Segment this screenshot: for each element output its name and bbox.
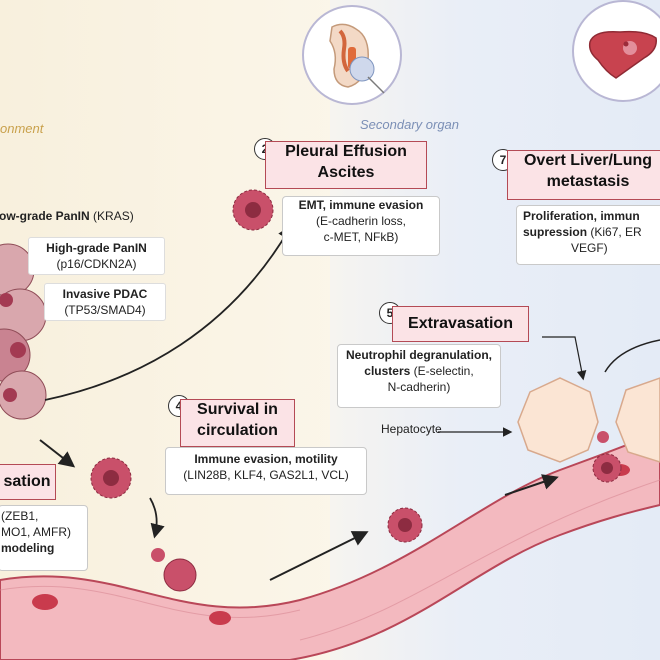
primary-tumor-stages-box: ow-grade PanIN (KRAS) High-grade PanIN(p… [0,205,174,323]
invasion-details: (ZEB1, MO1, AMFR) modeling [0,505,88,571]
high-grade-panin-box: High-grade PanIN(p16/CDKN2A) [28,237,165,276]
tumor-cell-icon [232,189,274,231]
extravasation-details: Neutrophil degranulation, clusters (E-se… [337,344,501,408]
liver-icon [572,0,660,102]
circulation-details: Immune evasion, motility (LIN28B, KLF4, … [165,447,367,495]
metastasis-details: Proliferation, immun supression (Ki67, E… [516,205,660,265]
hepatocyte-label: Hepatocyte [381,422,442,436]
circulating-tumor-cell-icon [90,457,132,499]
pleural-effusion-title: Pleural Effusion Ascites [265,141,427,189]
extravasation-title: Extravasation [392,306,529,342]
overt-metastasis-title: Overt Liver/Lung metastasis [507,150,660,200]
hepatocyte-icon [517,377,660,463]
region-label-left: onment [0,121,44,136]
region-label-right: Secondary organ [360,117,460,132]
pleural-details: EMT, immune evasion (E-cadherin loss, c-… [282,196,440,256]
survival-circulation-title: Survival in circulation [180,399,295,447]
invasive-pdac-box: Invasive PDAC(TP53/SMAD4) [44,283,166,322]
low-grade-panin-line: ow-grade PanIN (KRAS) [0,209,134,223]
invasion-title: sation [0,464,56,500]
pleural-organ-icon [302,5,402,105]
